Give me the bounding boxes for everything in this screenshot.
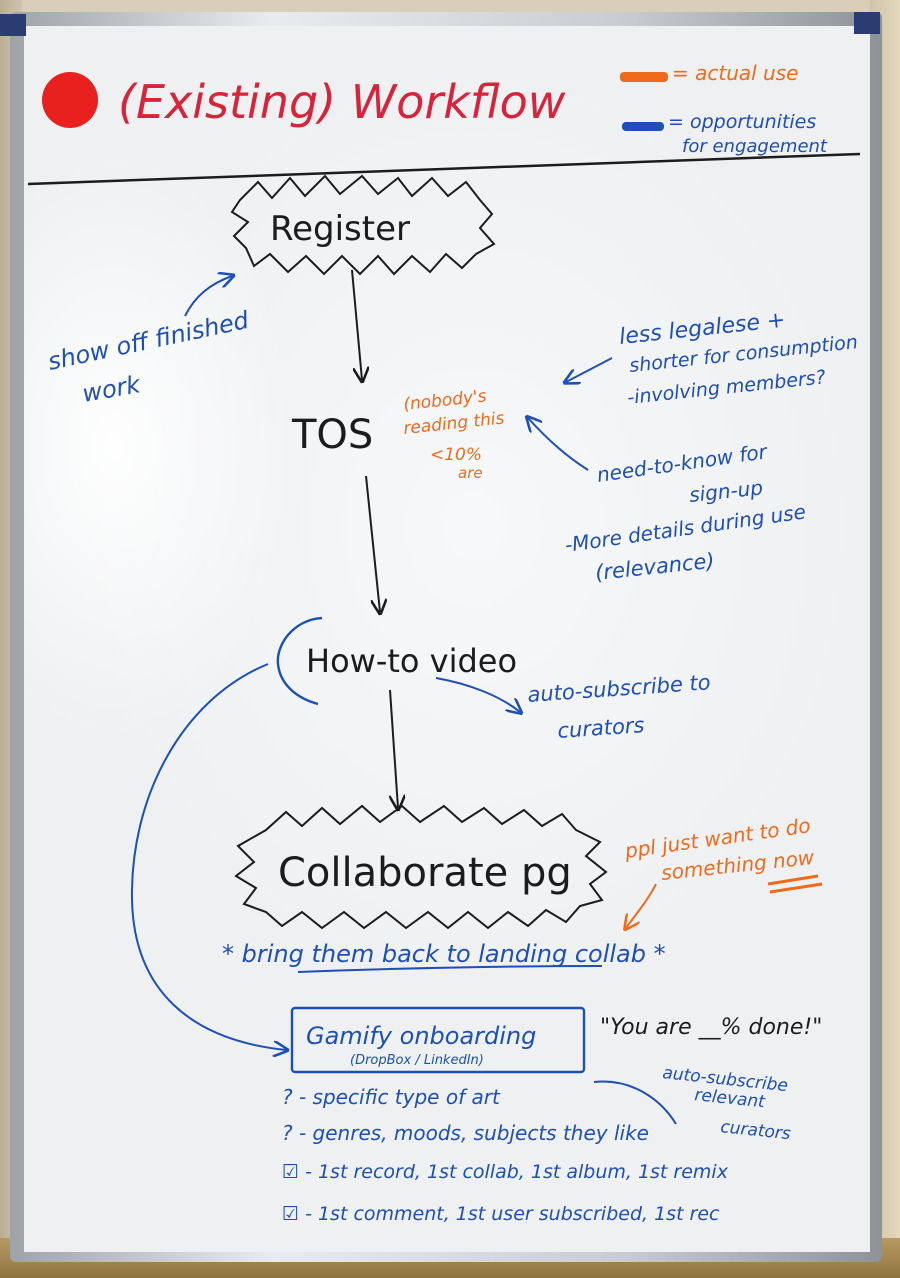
arrow-show-off — [184, 276, 232, 317]
red-dot-icon — [42, 72, 98, 128]
register-box — [230, 174, 496, 276]
list-item: ? - genres, moods, subjects they like — [282, 1121, 649, 1145]
list-item: ☑ - 1st comment, 1st user subscribed, 1s… — [282, 1203, 720, 1225]
note-bring-back: * bring them back to landing collab * — [222, 940, 666, 968]
list-item: ☑ - 1st record, 1st collab, 1st album, 1… — [282, 1161, 729, 1183]
arrow-tos-to-howto — [365, 475, 380, 612]
frame-corner-cap-right — [854, 12, 880, 34]
arrow-autosubscribe — [435, 677, 520, 712]
gamify-box — [290, 1006, 586, 1074]
note-autosub-1: auto-subscribe to — [527, 670, 712, 707]
arrow-register-to-tos — [351, 269, 362, 380]
autosub-bracket — [593, 1080, 677, 1125]
arrow-ppl — [626, 883, 657, 928]
whiteboard — [24, 26, 870, 1252]
note-tos-4: are — [458, 464, 483, 482]
note-need-3: -More details during use — [563, 499, 807, 557]
note-you-are: "You are __% done!" — [600, 1015, 822, 1040]
note-tos-3: <10% — [430, 445, 482, 465]
note-need-4: (relevance) — [594, 549, 716, 585]
arrow-howto-to-gamify — [130, 663, 286, 1050]
page-title: (Existing) Workflow — [118, 75, 566, 129]
step-collaborate: Collaborate pg — [278, 850, 572, 896]
arrow-howto-to-collab — [389, 689, 398, 808]
divider-line — [27, 152, 861, 186]
note-show-off-1: show off finished — [45, 306, 251, 376]
legend-for-engagement: for engagement — [682, 136, 828, 157]
legend-actual-use: = actual use — [672, 61, 798, 85]
legend-swatch-blue — [622, 122, 664, 131]
note-gamify: Gamify onboarding — [306, 1022, 536, 1050]
arrow-legalese — [566, 357, 613, 382]
step-tos: TOS — [291, 412, 373, 458]
collaborate-box — [234, 804, 608, 930]
frame-corner-cap-left — [0, 14, 26, 36]
step-howto: How-to video — [306, 642, 517, 680]
note-autosub-rel-3: curators — [719, 1117, 791, 1144]
now-underline — [767, 874, 823, 894]
note-show-off-2: work — [80, 370, 143, 408]
legend-swatch-orange — [620, 72, 668, 82]
arrow-need-to-know — [528, 418, 589, 471]
bring-back-underline — [297, 965, 603, 973]
note-need-2: sign-up — [688, 475, 764, 507]
list-item: ? - specific type of art — [282, 1085, 501, 1109]
note-autosub-2: curators — [557, 713, 646, 743]
legend-opportunities: = opportunities — [668, 111, 816, 133]
note-gamify-sub: (DropBox / LinkedIn) — [350, 1053, 484, 1068]
step-register: Register — [270, 209, 410, 249]
howto-bracket — [276, 616, 323, 706]
